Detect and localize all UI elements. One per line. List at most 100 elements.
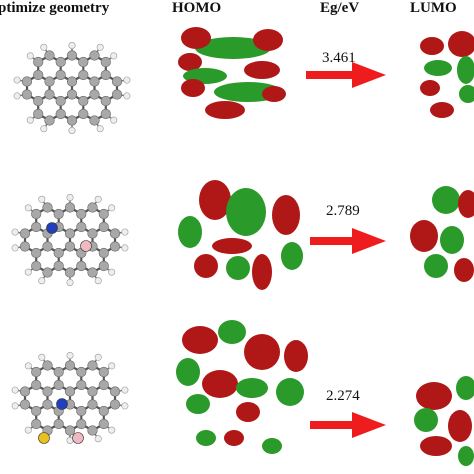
carbon-atom	[64, 228, 76, 239]
carbon-atom	[87, 202, 98, 213]
carbon-atom	[98, 247, 109, 259]
carbon-atom	[78, 56, 89, 68]
carbon-atom	[31, 405, 42, 417]
carbon-atom	[98, 260, 109, 272]
carbon-atom	[53, 379, 64, 391]
gap-value-row-3: 2.274	[326, 388, 360, 404]
carbon-atom	[98, 379, 109, 391]
carbon-atom	[53, 208, 64, 220]
hydrogen-atom	[96, 43, 104, 51]
lumo-orbital-row-1	[420, 31, 474, 118]
hydrogen-atom	[66, 351, 74, 359]
hydrogen-atom	[13, 76, 21, 84]
hydrogen-atom	[121, 244, 129, 252]
carbon-atom	[44, 76, 55, 87]
lumo-orbital-row-2	[410, 186, 474, 282]
carbon-atom	[31, 247, 42, 259]
carbon-atom	[31, 221, 42, 233]
carbon-atom	[76, 208, 87, 220]
carbon-atom	[87, 360, 98, 371]
carbon-atom	[76, 221, 87, 233]
carbon-atom	[42, 267, 53, 278]
hydrogen-atom	[11, 244, 19, 252]
carbon-atom	[100, 69, 111, 81]
hydrogen-atom	[68, 127, 76, 135]
carbon-atom	[78, 69, 89, 81]
molecule-row-3	[11, 351, 129, 444]
hydrogen-atom	[110, 116, 118, 124]
gap-value-row-1: 3.461	[322, 50, 356, 66]
hydrogen-atom	[123, 92, 131, 100]
carbon-atom	[87, 425, 98, 436]
carbon-atom	[64, 386, 76, 397]
hydrogen-atom	[68, 41, 76, 49]
carbon-atom	[98, 208, 109, 220]
carbon-atom	[21, 89, 33, 100]
hydrogen-atom	[108, 268, 116, 276]
hydrogen-atom	[40, 125, 48, 133]
carbon-atom	[33, 69, 44, 81]
carbon-atom	[31, 418, 42, 430]
carbon-atom	[19, 386, 31, 397]
hydrogen-atom	[38, 195, 46, 203]
carbon-atom	[53, 247, 64, 259]
boron-atom	[80, 240, 92, 252]
carbon-atom	[87, 228, 98, 239]
homo-orbital-row-1	[178, 27, 286, 119]
carbon-atom	[100, 56, 111, 68]
carbon-atom	[66, 50, 78, 61]
carbon-atom	[44, 50, 55, 61]
hydrogen-atom	[94, 353, 102, 361]
carbon-atom	[64, 425, 76, 436]
carbon-atom	[98, 221, 109, 233]
hydrogen-atom	[94, 277, 102, 285]
homo-orbital-row-3	[176, 320, 308, 454]
lumo-orbital-row-3	[414, 376, 474, 466]
carbon-atom	[89, 115, 100, 126]
hydrogen-atom	[94, 195, 102, 203]
carbon-atom	[44, 115, 55, 126]
carbon-atom	[98, 418, 109, 430]
carbon-atom	[64, 241, 76, 252]
hydrogen-atom	[11, 228, 19, 236]
hydrogen-atom	[26, 116, 34, 124]
carbon-atom	[42, 386, 53, 397]
carbon-atom	[42, 360, 53, 371]
carbon-atom	[64, 202, 76, 213]
carbon-atom	[66, 115, 78, 126]
carbon-atom	[89, 76, 100, 87]
carbon-atom	[31, 379, 42, 391]
carbon-atom	[66, 76, 78, 87]
carbon-atom	[33, 108, 44, 120]
carbon-atom	[31, 366, 42, 378]
sulfur-atom	[38, 432, 50, 444]
carbon-atom	[53, 366, 64, 378]
header-homo: HOMO	[172, 0, 222, 16]
carbon-atom	[33, 56, 44, 68]
carbon-atom	[109, 399, 121, 410]
nitrogen-atom	[56, 398, 68, 410]
carbon-atom	[44, 89, 55, 100]
carbon-atom	[111, 89, 123, 100]
hydrogen-atom	[11, 386, 19, 394]
hydrogen-atom	[110, 52, 118, 60]
hydrogen-atom	[123, 76, 131, 84]
carbon-atom	[98, 366, 109, 378]
carbon-atom	[109, 228, 121, 239]
carbon-atom	[76, 405, 87, 417]
carbon-atom	[55, 69, 66, 81]
hydrogen-atom	[121, 228, 129, 236]
hydrogen-atom	[24, 204, 32, 212]
carbon-atom	[31, 260, 42, 272]
carbon-atom	[87, 267, 98, 278]
carbon-atom	[76, 366, 87, 378]
arrow-row-1	[306, 62, 386, 88]
hydrogen-atom	[38, 353, 46, 361]
hydrogen-atom	[24, 426, 32, 434]
arrow-row-3	[310, 412, 386, 438]
molecule-structures	[11, 41, 131, 444]
header-optimize-geometry: ptimize geometry	[0, 0, 110, 16]
boron-atom	[72, 432, 84, 444]
carbon-atom	[78, 108, 89, 120]
